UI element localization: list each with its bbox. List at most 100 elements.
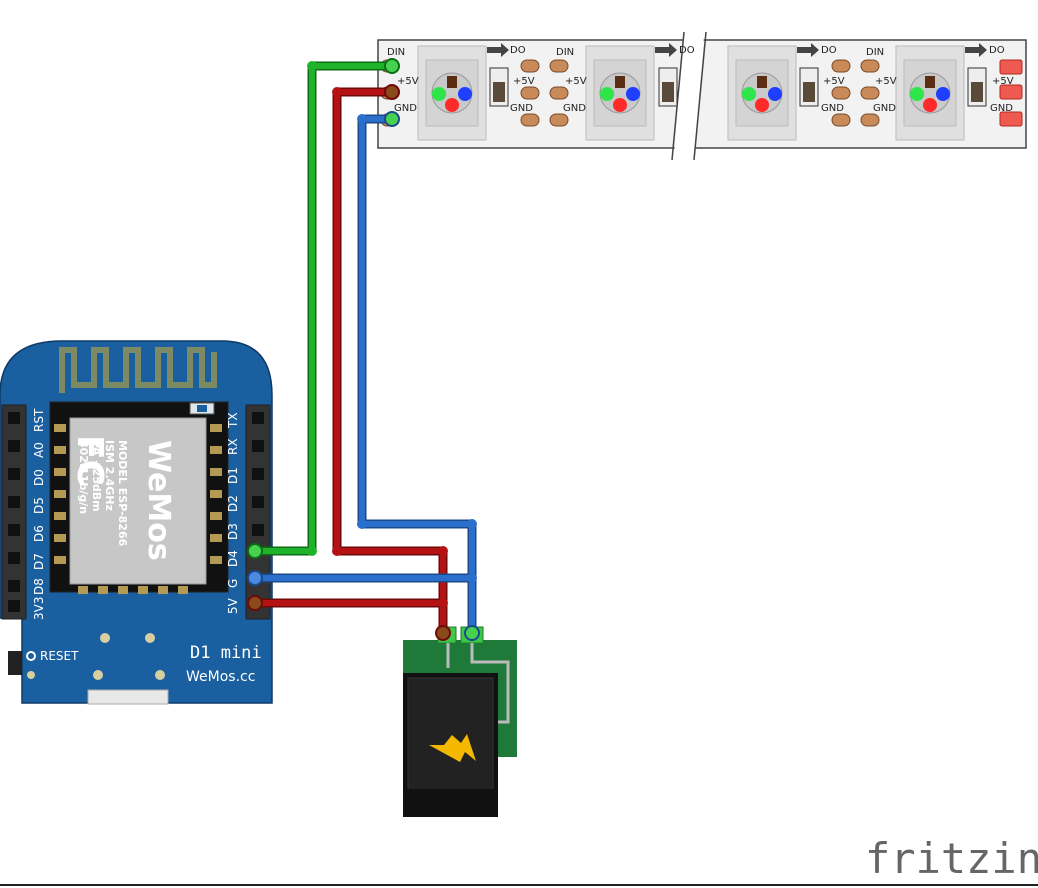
power-wire [247,84,451,641]
solder-pad [860,59,880,73]
direction-arrow-icon [655,43,677,57]
wire-endpoint[interactable] [384,58,400,74]
module-spec: MODEL ESP-8266 [116,440,129,547]
power-jack [403,626,517,817]
strip-label-gnd: GND [873,103,896,114]
led-strip: DIN +5V GND DO DIN +5V +5V GND GND DO DO… [377,31,1027,161]
castellated-pad [54,490,66,498]
direction-arrow-icon [487,43,509,57]
led-unit-4 [895,45,965,141]
model-name: D1 mini [190,643,262,663]
mounting-hole [145,633,155,643]
ground-wire [247,111,480,641]
strip-label-5v: +5V [397,76,419,87]
solder-pad [860,86,880,100]
pin-label-5v: 5V [226,597,240,614]
pin-label-d4: D4 [226,550,240,567]
strip-label-5v: +5V [823,76,845,87]
castellated-pad [118,586,128,594]
left-header [1,404,27,620]
castellated-pad [54,534,66,542]
wire-endpoint[interactable] [247,543,263,559]
castellated-pad [54,512,66,520]
module-spec: PA +25dBm [90,440,103,512]
wire-endpoint[interactable] [384,84,400,100]
solder-pad [520,59,540,73]
fcc-mark: FC [69,435,110,486]
wire-endpoint[interactable] [464,625,480,641]
capacitor [799,67,819,107]
pin-label-a0: A0 [32,442,46,458]
pin-label-rst: RST [32,408,46,432]
solder-pad [860,113,880,127]
castellated-pad [54,468,66,476]
capacitor [658,67,678,107]
capacitor [967,67,987,107]
wire-endpoint[interactable] [247,570,263,586]
solder-pad [831,59,851,73]
wire-endpoint[interactable] [247,595,263,611]
castellated-pad [178,586,188,594]
solder-pad [520,86,540,100]
strip-output-pad [999,111,1023,127]
pin-label-tx: TX [226,412,240,429]
strip-label-5v: +5V [992,76,1014,87]
strip-label-gnd: GND [821,103,844,114]
pin-label-d0: D0 [32,469,46,486]
castellated-pad [78,586,88,594]
castellated-pad [54,556,66,564]
strip-label-gnd: GND [510,103,533,114]
strip-output-pad [999,59,1023,75]
pin-label-d8: D8 [32,578,46,595]
website-label: WeMos.cc [186,669,255,685]
strip-label-gnd: GND [990,103,1013,114]
castellated-pad [210,512,222,520]
mounting-hole [155,670,165,680]
pin-label-3v3: 3V3 [32,597,46,620]
pin-label-d3: D3 [226,523,240,540]
castellated-pad [210,490,222,498]
strip-label-do: DO [510,45,526,56]
pin-label-d7: D7 [32,553,46,570]
module-spec: ISM 2.4GHz [103,440,116,511]
castellated-pad [54,424,66,432]
castellated-pad [210,424,222,432]
wire-endpoint[interactable] [384,111,400,127]
solder-pad [549,113,569,127]
wire-endpoint[interactable] [435,625,451,641]
strip-label-gnd: GND [563,103,586,114]
strip-label-do: DO [821,45,837,56]
reset-label: RESET [40,649,79,663]
direction-arrow-icon [965,43,987,57]
castellated-pad [210,468,222,476]
strip-label-5v: +5V [875,76,897,87]
pin-label-rx: RX [226,438,240,455]
led-unit-3 [727,45,797,141]
castellated-pad [158,586,168,594]
module-spec: 802.11b/g/n [77,440,90,514]
strip-label-do: DO [679,45,695,56]
strip-label-din: DIN [866,47,884,58]
module-brand: WeMos [141,440,176,561]
castellated-pad [210,556,222,564]
strip-label-din: DIN [556,47,574,58]
pin-label-d2: D2 [226,495,240,512]
strip-label-do: DO [989,45,1005,56]
strip-output-pad [999,84,1023,100]
pin-label-d1: D1 [226,467,240,484]
solder-pad [831,113,851,127]
strip-label-5v: +5V [513,76,535,87]
castellated-pad [210,446,222,454]
usb-port [87,689,169,705]
solder-pad [549,59,569,73]
reset-button[interactable] [8,651,22,675]
solder-pad [549,86,569,100]
led-unit-2 [585,45,655,141]
d1-mini-board: WeMos MODEL ESP-8266 ISM 2.4GHz PA +25dB… [0,340,273,705]
pin-label-d5: D5 [32,497,46,514]
mounting-hole [100,633,110,643]
pin-label-d6: D6 [32,525,46,542]
strip-label-5v: +5V [565,76,587,87]
fritzing-logo: fritzing [865,834,1038,883]
